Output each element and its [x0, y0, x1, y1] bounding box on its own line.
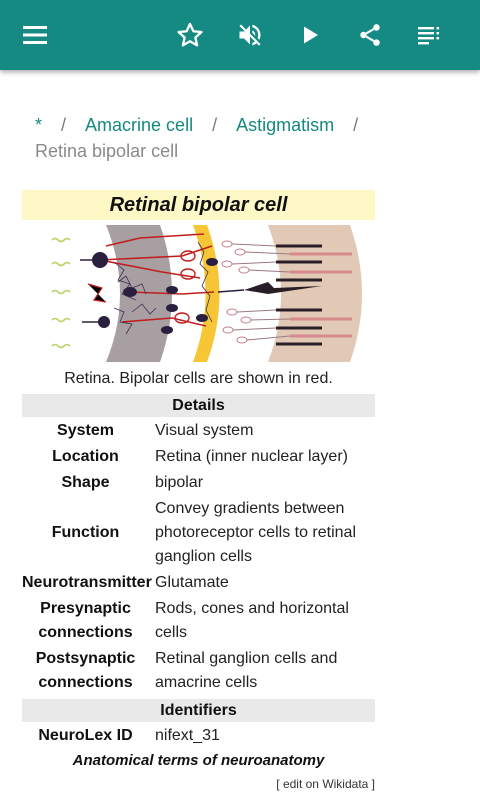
infobox-row-location: Location Retina (inner nuclear layer)	[22, 445, 375, 469]
row-value[interactable]: Rods, cones and horizontal cells	[155, 600, 349, 641]
row-value[interactable]: Glutamate	[155, 574, 229, 591]
infobox-row-shape: Shape bipolar	[22, 471, 375, 495]
playlist-icon	[417, 23, 443, 47]
breadcrumb-separator: /	[61, 115, 67, 135]
mute-button[interactable]	[230, 15, 270, 55]
menu-button[interactable]	[15, 15, 55, 55]
infobox-row-neurotransmitter: Neurotransmitter Glutamate	[22, 571, 375, 595]
infobox-title: Retinal bipolar cell	[22, 190, 375, 220]
row-value[interactable]: nifext_31	[155, 727, 220, 744]
play-icon	[298, 23, 322, 47]
row-value[interactable]: Visual system	[155, 422, 254, 439]
row-value[interactable]: Retinal ganglion cells and amacrine cell…	[155, 650, 338, 691]
breadcrumb-current: Retina bipolar cell	[35, 141, 179, 161]
breadcrumb-item-amacrine-cell[interactable]: Amacrine cell	[85, 115, 194, 135]
breadcrumb: * / Amacrine cell / Astigmatism / Retina bipo…	[35, 112, 455, 164]
row-label: Function	[51, 524, 120, 541]
row-label: Shape	[61, 474, 110, 491]
infobox-row-presynaptic: Presynaptic connections Rods, cones and …	[22, 597, 375, 645]
row-value: bipolar	[155, 474, 204, 491]
share-button[interactable]	[350, 15, 390, 55]
retina-diagram-image[interactable]	[22, 222, 375, 365]
row-label: Location	[52, 448, 119, 465]
breadcrumb-separator: /	[353, 115, 359, 135]
row-value[interactable]: Retina (inner nuclear layer)	[155, 448, 348, 465]
row-label: Neurotransmitter	[22, 574, 152, 591]
breadcrumb-item-astigmatism[interactable]: Astigmatism	[236, 115, 335, 135]
row-label: Postsynaptic connections	[35, 650, 136, 691]
infobox-row-function: Function Convey gradients between photor…	[22, 497, 375, 569]
edit-on-wikidata-link[interactable]: [ edit on Wikidata ]	[276, 777, 375, 791]
favorite-button[interactable]	[170, 15, 210, 55]
identifiers-section-header: Identifiers	[22, 699, 375, 722]
row-label: Presynaptic connections	[38, 600, 133, 641]
star-outline-icon	[176, 21, 204, 49]
infobox-row-postsynaptic: Postsynaptic connections Retinal ganglio…	[22, 647, 375, 695]
volume-mute-icon	[236, 21, 264, 49]
play-button[interactable]	[290, 15, 330, 55]
menu-icon	[22, 25, 48, 45]
infobox-row-system: System Visual system	[22, 419, 375, 443]
infobox: Retinal bipolar cell	[22, 190, 375, 794]
playlist-button[interactable]	[410, 15, 450, 55]
breadcrumb-separator: /	[212, 115, 218, 135]
infobox-row-neurolex-id: NeuroLex ID nifext_31	[22, 724, 375, 748]
details-section-header: Details	[22, 394, 375, 417]
row-value: Convey gradients between photoreceptor c…	[155, 500, 356, 565]
app-toolbar	[0, 0, 480, 70]
image-caption: Retina. Bipolar cells are shown in red.	[64, 370, 333, 387]
share-icon	[357, 22, 383, 48]
row-label: NeuroLex ID	[38, 727, 133, 744]
row-label: System	[57, 422, 114, 439]
breadcrumb-item-home[interactable]: *	[35, 115, 43, 135]
anatomical-terms-link[interactable]: Anatomical terms of neuroanatomy	[72, 752, 325, 769]
